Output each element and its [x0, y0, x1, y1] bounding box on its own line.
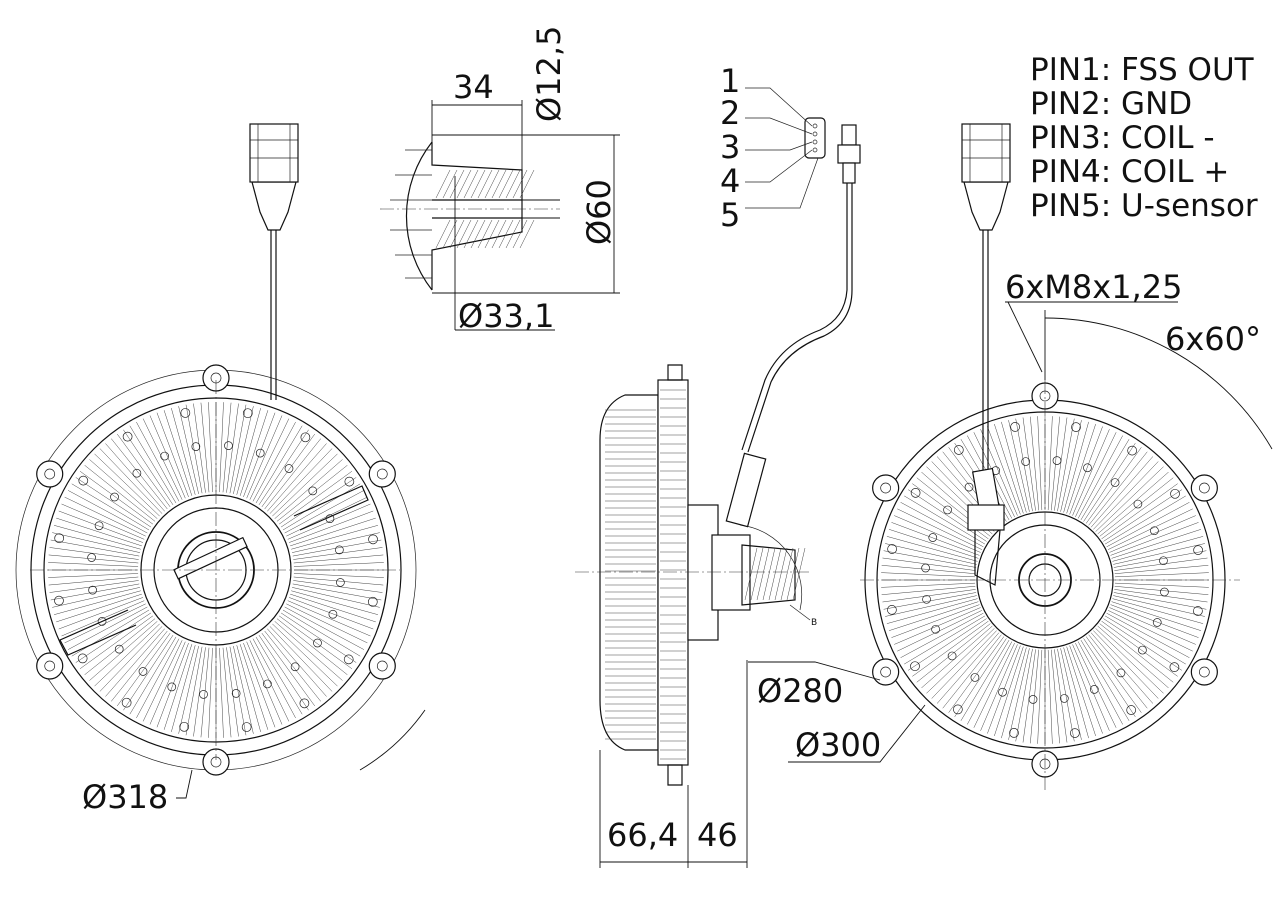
pin-number-1: 1 — [720, 62, 740, 100]
shaft-section-detail: 34 Ø12,5 Ø60 Ø33,1 — [380, 26, 620, 335]
dim-length-46: 46 — [697, 816, 738, 854]
side-view: B 66,4 46 — [575, 289, 853, 868]
dim-bolts-6xm8: 6xM8x1,25 — [1005, 268, 1182, 306]
dim-diameter-318: Ø318 — [82, 778, 168, 816]
pin-legend: PIN1: FSS OUT PIN2: GND PIN3: COIL - PIN… — [1030, 52, 1258, 224]
rear-view-right: 6xM8x1,25 6x60° Ø280 Ø300 — [748, 123, 1273, 790]
dim-diameter-12-5: Ø12,5 — [530, 26, 568, 122]
pin-legend-4: PIN4: COIL + — [1030, 154, 1229, 190]
pin-legend-1: PIN1: FSS OUT — [1030, 52, 1255, 88]
dim-diameter-60: Ø60 — [580, 179, 618, 245]
pin-number-4: 4 — [720, 162, 740, 200]
detail-label-b: B — [811, 618, 817, 628]
pin-legend-2: PIN2: GND — [1030, 86, 1192, 122]
dim-diameter-300: Ø300 — [795, 726, 881, 764]
dim-length-34: 34 — [453, 68, 494, 106]
dim-diameter-280: Ø280 — [757, 672, 843, 710]
dim-diameter-33-1: Ø33,1 — [458, 297, 554, 335]
dim-length-66-4: 66,4 — [607, 816, 678, 854]
front-view-left: Ø318 — [15, 123, 426, 816]
dim-angle-6x60: 6x60° — [1165, 320, 1261, 358]
pin-number-2: 2 — [720, 94, 740, 132]
pin-number-5: 5 — [720, 196, 740, 234]
pin-legend-5: PIN5: U-sensor — [1030, 188, 1258, 224]
connector-pinout: 1 2 3 4 5 — [720, 62, 861, 290]
pin-legend-3: PIN3: COIL - — [1030, 120, 1215, 156]
pin-number-3: 3 — [720, 128, 740, 166]
